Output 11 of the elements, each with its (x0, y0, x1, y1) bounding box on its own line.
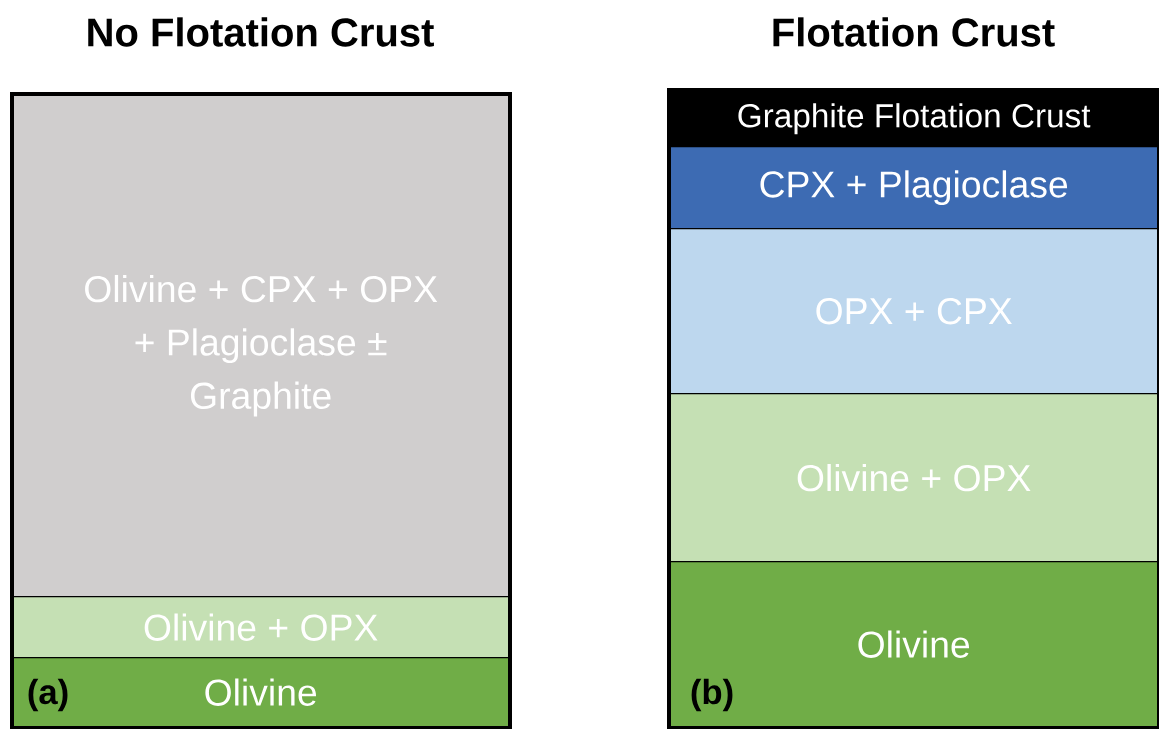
layer-box: Olivine + OPX (12, 596, 510, 659)
layer-box: Olivine + OPX (669, 393, 1159, 563)
layer-box: OPX + CPX (669, 228, 1159, 395)
column-title: No Flotation Crust (88, 17, 434, 47)
panel-label: (a) (28, 678, 68, 712)
layer-box: Graphite Flotation Crust (669, 90, 1159, 148)
column-frame (10, 92, 512, 729)
panel-label: (b) (691, 678, 733, 712)
column-frame (667, 88, 1159, 729)
layer-box: CPX + Plagioclase (669, 146, 1159, 230)
column-title: Flotation Crust (773, 17, 1055, 47)
